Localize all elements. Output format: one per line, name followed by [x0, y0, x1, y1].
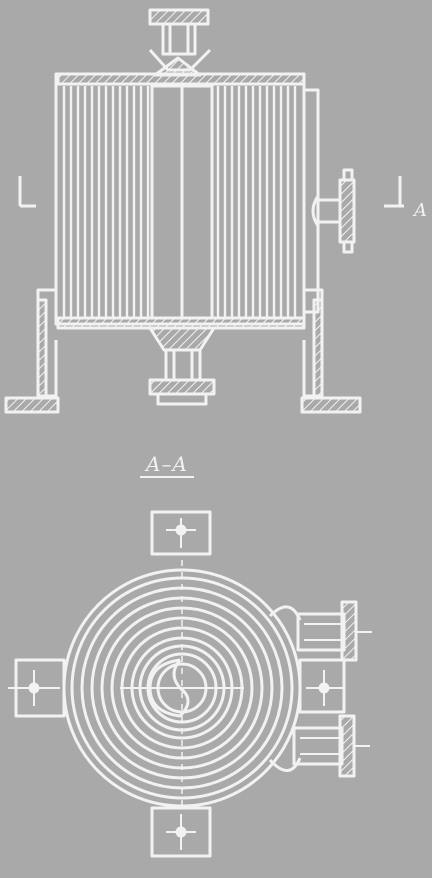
top-nozzle [148, 8, 212, 77]
support-leg-left [4, 288, 60, 414]
section-marker-left [18, 176, 36, 208]
section-mark-letter: A [414, 200, 427, 221]
bracket-bottom [150, 806, 212, 858]
side-nozzle [311, 168, 356, 254]
central-core [150, 84, 214, 320]
bottom-nozzle [148, 327, 216, 406]
center-partition [120, 560, 244, 810]
support-leg-right [300, 288, 362, 414]
bracket-left [8, 658, 66, 718]
tube-bundle-right [216, 86, 297, 318]
nozzle-right-lower [268, 714, 370, 778]
bracket-right [298, 658, 346, 714]
section-marker-right [384, 176, 404, 208]
section-view-a-a [8, 510, 372, 858]
elevation-view [4, 8, 404, 414]
tube-bundle-left [62, 86, 150, 318]
nozzle-right-upper [268, 600, 372, 662]
bracket-top [150, 510, 212, 556]
vessel-shell [54, 72, 320, 330]
section-title: A–A [140, 452, 194, 478]
